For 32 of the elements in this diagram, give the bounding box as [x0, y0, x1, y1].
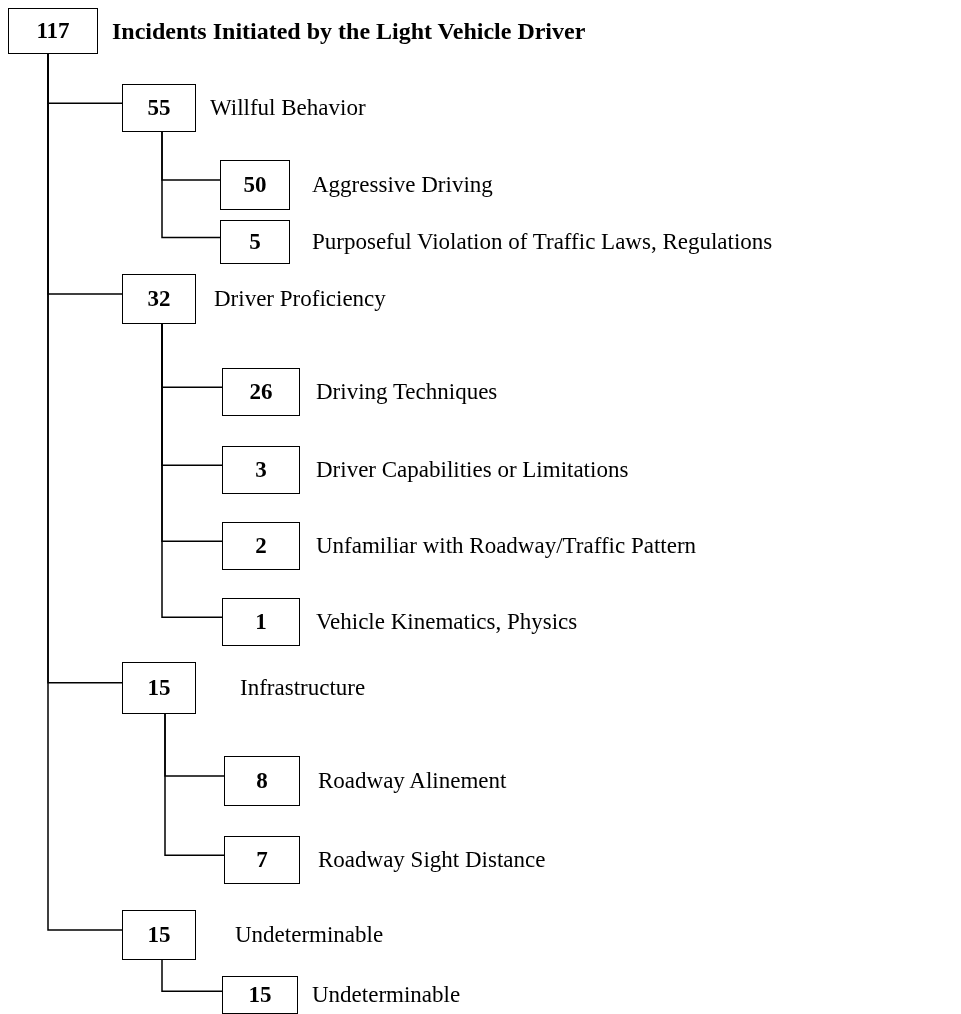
- category-label: Vehicle Kinematics, Physics: [316, 609, 578, 635]
- category-label: Purposeful Violation of Traffic Laws, Regulations: [312, 229, 773, 255]
- category-label: Driver Proficiency: [214, 286, 386, 312]
- count-box: 50: [220, 160, 290, 210]
- count-box: 7: [224, 836, 300, 884]
- category-label: Undeterminable: [235, 922, 384, 948]
- count-box: 15: [222, 976, 298, 1014]
- count-box: 8: [224, 756, 300, 806]
- category-label: Infrastructure: [240, 675, 366, 701]
- category-label: Driving Techniques: [316, 379, 498, 405]
- connector-line: [164, 713, 225, 856]
- connector-line: [161, 131, 221, 239]
- count-box: 55: [122, 84, 196, 132]
- count-box: 2: [222, 522, 300, 570]
- count-box: 1: [222, 598, 300, 646]
- connector-line: [161, 323, 223, 618]
- category-label: Unfamiliar with Roadway/Traffic Pattern: [316, 533, 697, 559]
- connector-line: [161, 959, 223, 992]
- category-label: Aggressive Driving: [312, 172, 493, 198]
- category-label: Driver Capabilities or Limitations: [316, 457, 629, 483]
- count-box: 15: [122, 910, 196, 960]
- category-label: Roadway Sight Distance: [318, 847, 546, 873]
- category-label: Willful Behavior: [210, 95, 366, 121]
- count-box: 26: [222, 368, 300, 416]
- count-box: 3: [222, 446, 300, 494]
- count-box: 32: [122, 274, 196, 324]
- count-box: 5: [220, 220, 290, 264]
- count-box: 15: [122, 662, 196, 714]
- diagram-heading: Incidents Initiated by the Light Vehicle Driver: [112, 18, 586, 45]
- count-box: 117: [8, 8, 98, 54]
- category-label: Roadway Alinement: [318, 768, 507, 794]
- category-label: Undeterminable: [312, 982, 461, 1008]
